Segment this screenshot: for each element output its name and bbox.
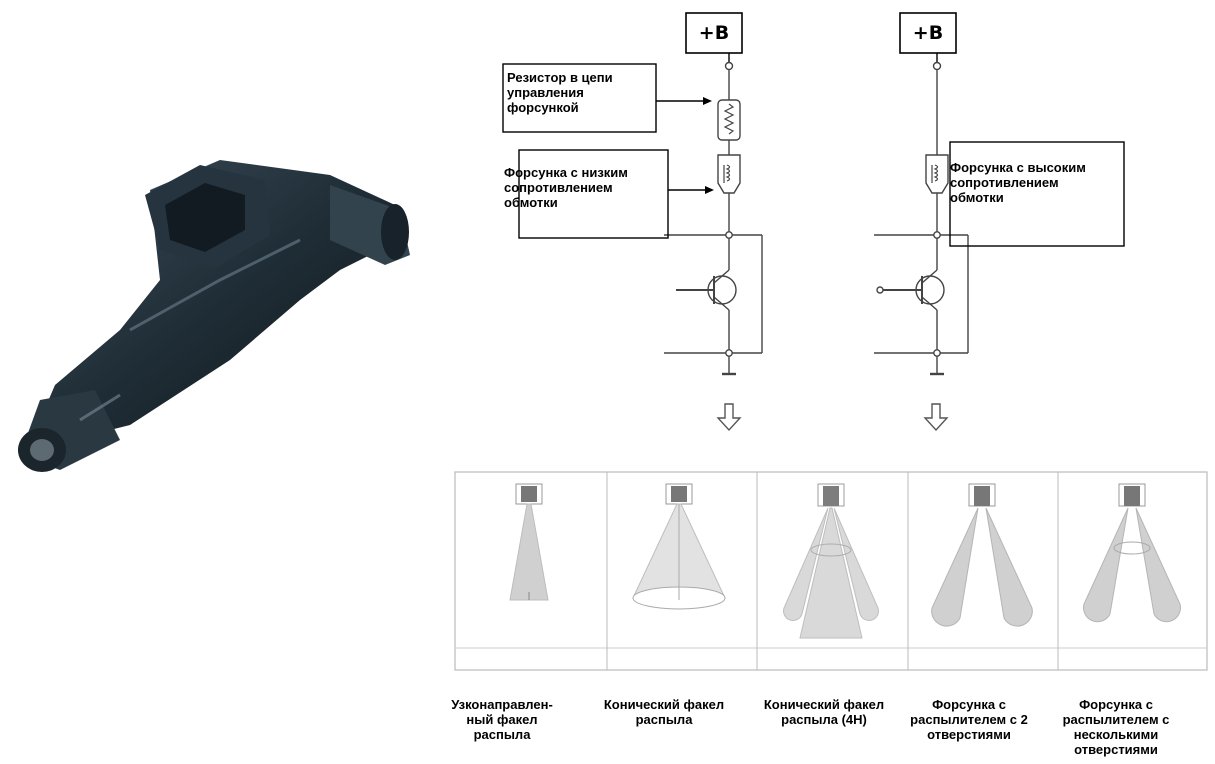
callout-low-resistance-text: Форсунка с низким сопротивлением обмотки — [504, 165, 644, 210]
caption-narrow: Узконаправлен-ный факел распыла — [448, 697, 556, 742]
fuel-injector-image — [18, 160, 410, 472]
circuit-low-resistance — [664, 13, 762, 374]
down-arrows — [718, 404, 947, 430]
supply-label-right: +B — [900, 13, 956, 53]
supply-label-left: +B — [686, 13, 742, 53]
down-arrow-right-icon — [925, 404, 947, 430]
caption-two-hole: Форсунка с распылителем с 2 отверстиями — [898, 697, 1040, 742]
caption-multi-hole: Форсунка с распылителем с несколькими от… — [1045, 697, 1187, 757]
callout-high-resistance-text: Форсунка с высоким сопротивлением обмотк… — [950, 160, 1090, 205]
spray-pattern-panel — [455, 472, 1207, 670]
callout-resistor-text: Резистор в цепи управления форсункой — [507, 70, 647, 115]
caption-conical: Конический факел распыла — [598, 697, 730, 727]
down-arrow-left-icon — [718, 404, 740, 430]
caption-conical-4h: Конический факел распыла (4H) — [758, 697, 890, 727]
